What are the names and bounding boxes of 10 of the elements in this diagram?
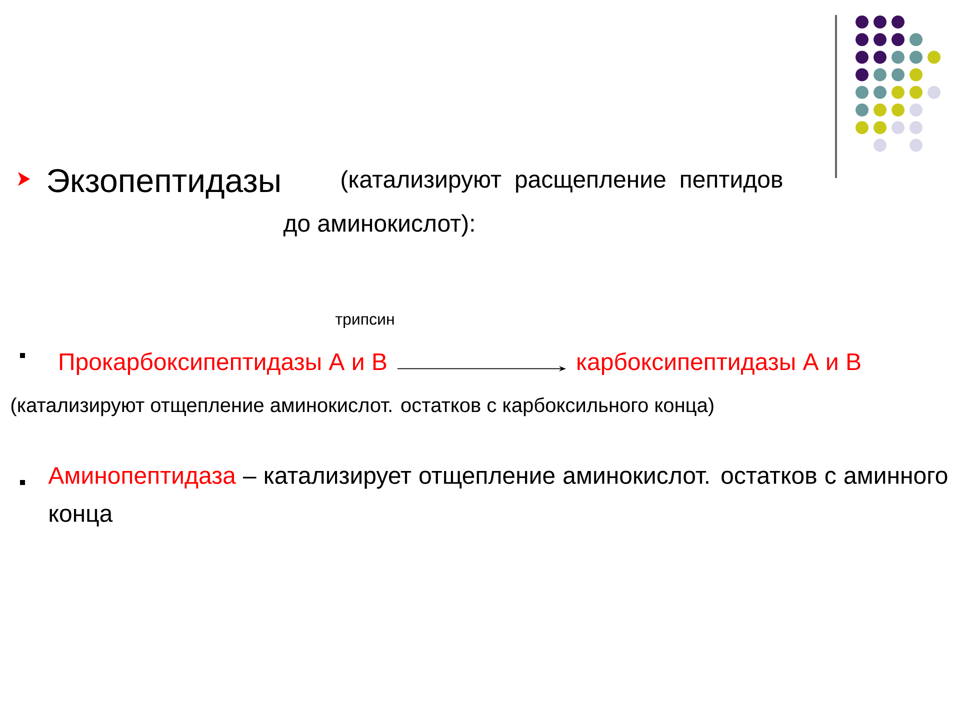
heading-note: (катализируют расщепление пептидов до аминокислот): — [283, 170, 782, 237]
label: – катализирует отщепление аминокислот. остатков с аминного — [242, 470, 948, 489]
heading: Экзопептидазы — [48, 168, 280, 199]
note-text: (катализируют отщепление аминокислот. остатков с карбоксильного конца) — [11, 397, 714, 416]
definition-text: Аминопептидаза – катализирует отщепление аминокислот. остатков с аминного конца — [48, 467, 948, 526]
enzyme-label: Прокарбоксипептидазы А и В — [60, 352, 386, 375]
enzyme-label: карбоксипептидазы А и В — [578, 352, 860, 375]
label: Аминопептидаза — [48, 467, 236, 488]
label: конца — [50, 508, 113, 526]
edge-label: трипсин — [335, 316, 394, 328]
